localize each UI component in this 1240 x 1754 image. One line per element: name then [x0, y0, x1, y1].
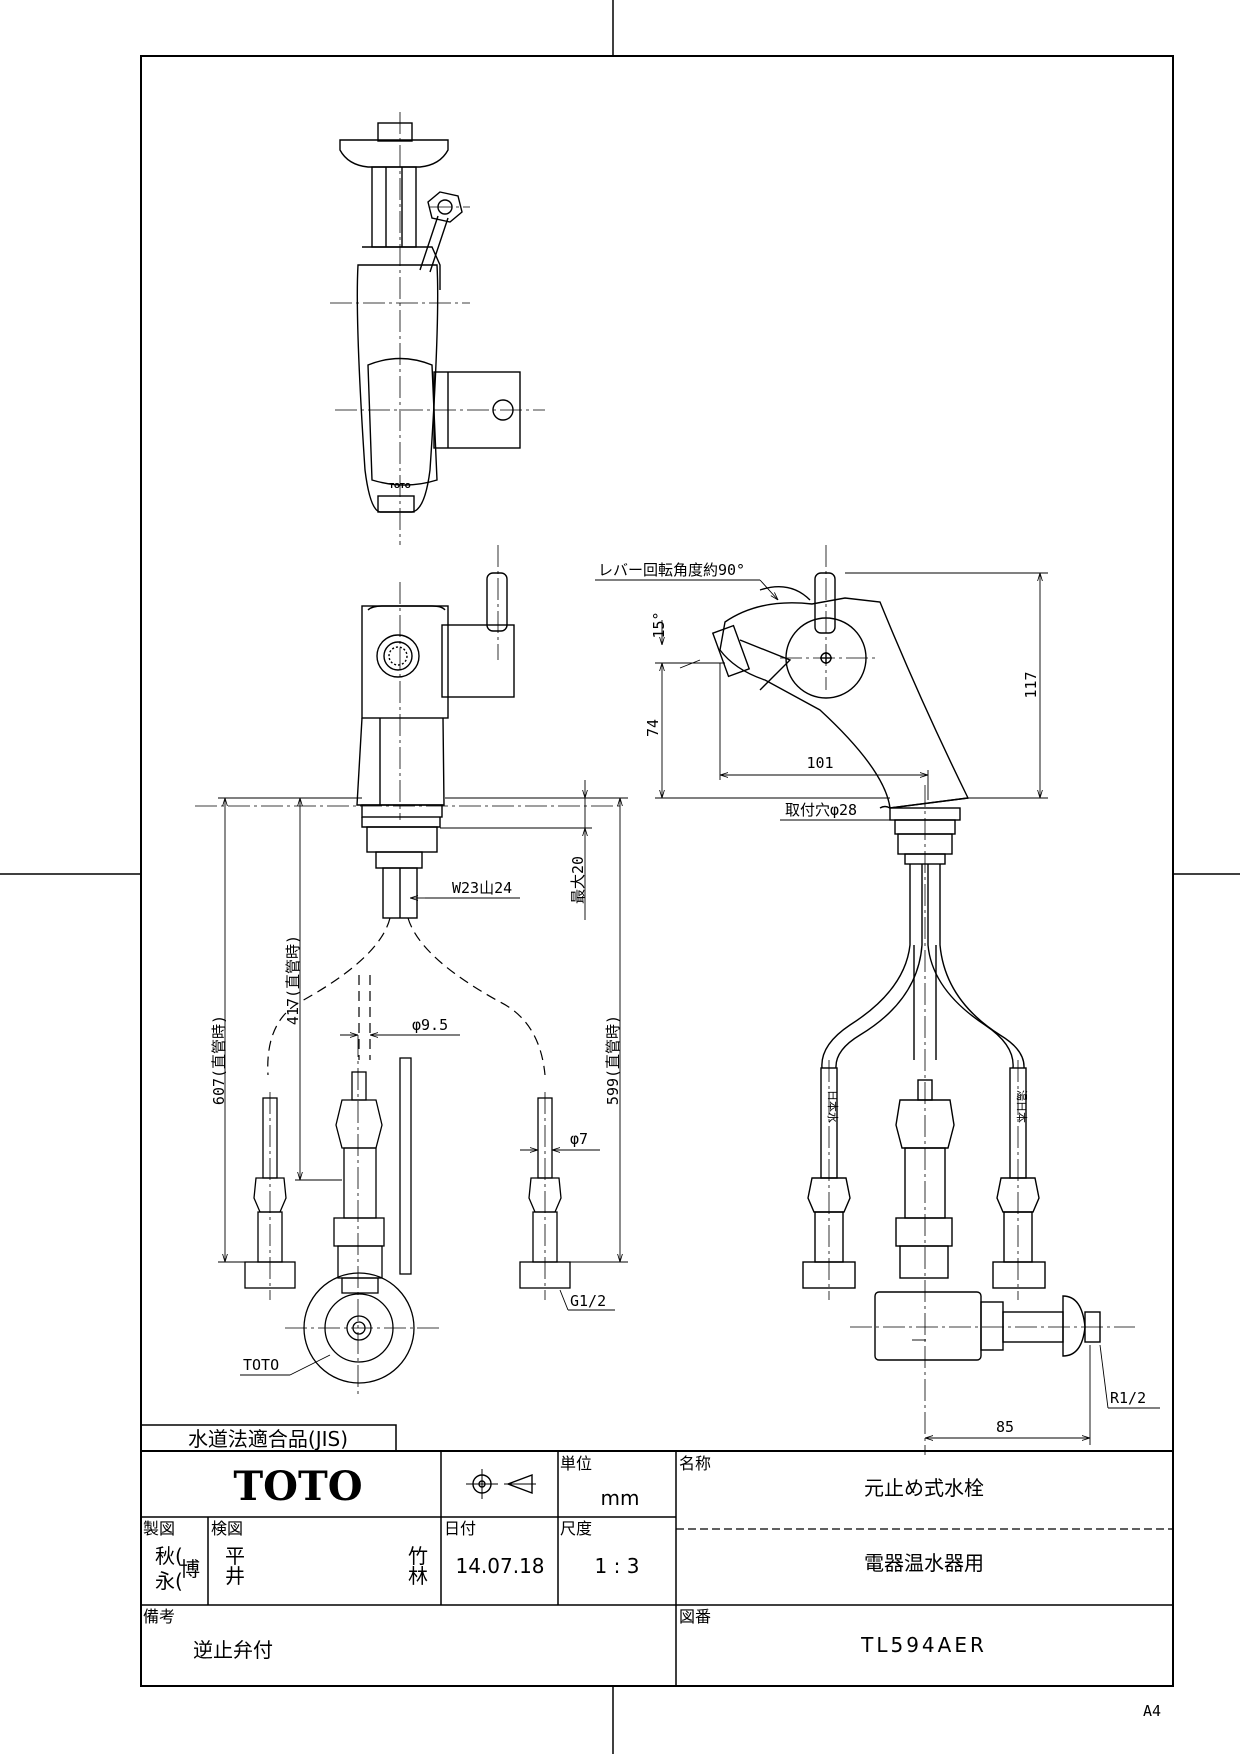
drawn-name-2: 永(	[155, 1569, 183, 1593]
front-view	[356, 572, 515, 919]
drawing-no-label: 図番	[679, 1607, 711, 1626]
dim-85: 85	[996, 1418, 1014, 1436]
drawing-no-value: TL594AER	[860, 1633, 987, 1657]
side-view-centerlines	[780, 545, 1135, 1455]
side-dimensions	[595, 572, 1160, 1445]
dim-607: 607(直管時)	[210, 1015, 228, 1105]
dim-101: 101	[806, 754, 833, 772]
drawn-name-1: 秋(	[155, 1544, 183, 1568]
unit-value: mm	[601, 1486, 640, 1510]
side-dimension-labels: レバー回転角度約90° 15° 117 74 101 取付穴φ28 R1/2 8…	[598, 561, 1146, 1436]
dim-r-half: R1/2	[1110, 1389, 1146, 1407]
unit-label: 単位	[560, 1454, 592, 1473]
checked-name-4: 林	[408, 1564, 428, 1588]
dim-599: 599(直管時)	[604, 1015, 622, 1105]
toto-logo: TOTO	[233, 1463, 362, 1510]
dim-dia-9-5: φ9.5	[412, 1016, 448, 1034]
checked-label: 検図	[211, 1519, 243, 1538]
front-dimensions	[218, 780, 628, 1376]
front-view-hoses	[267, 917, 546, 1076]
remarks-value: 逆止弁付	[193, 1638, 273, 1662]
toto-mark-label: TOTO	[243, 1356, 279, 1374]
top-view: TOTO	[339, 122, 521, 513]
date-label: 日付	[444, 1519, 476, 1538]
hose-label-hot: 湯日本	[1015, 1090, 1029, 1123]
front-dimension-labels: 607(直管時) 417(直管時) 599(直管時) 最大20 W23山24 φ…	[210, 856, 622, 1374]
title-block-text: 水道法適合品(JIS) TOTO 単位 mm 名称 元止め式水栓 電器温水器用 …	[143, 1427, 1161, 1720]
drawn-label: 製図	[143, 1519, 175, 1538]
dim-angle-15: 15°	[650, 611, 668, 638]
date-value: 14.07.18	[455, 1554, 544, 1578]
drawn-name-3: 博	[180, 1557, 200, 1581]
dim-417: 417(直管時)	[284, 935, 302, 1025]
front-view-fittings	[244, 1057, 571, 1384]
scale-value: 1 : 3	[595, 1554, 640, 1578]
dim-dia-7: φ7	[570, 1130, 588, 1148]
dim-g-half: G1/2	[570, 1292, 606, 1310]
remarks-label: 備考	[143, 1607, 175, 1626]
dim-max-20: 最大20	[569, 856, 587, 904]
use-value: 電器温水器用	[864, 1551, 984, 1575]
name-value: 元止め式水栓	[864, 1476, 984, 1500]
checked-name-1: 平	[225, 1544, 245, 1568]
side-view-hose-labels: 日本水 湯日本	[826, 1090, 1029, 1123]
name-label: 名称	[679, 1454, 711, 1473]
checked-name-2: 井	[225, 1564, 245, 1588]
side-view	[711, 572, 1101, 1361]
dim-mount-hole: 取付穴φ28	[785, 801, 857, 819]
scale-label: 尺度	[560, 1519, 592, 1538]
dim-117: 117	[1022, 671, 1040, 698]
jis-badge: 水道法適合品(JIS)	[188, 1427, 348, 1451]
dim-thread: W23山24	[452, 879, 512, 897]
top-view-centerlines	[330, 112, 545, 545]
front-view-centerlines	[195, 545, 620, 1395]
hose-label-water: 日本水	[826, 1090, 840, 1123]
dim-74: 74	[644, 719, 662, 737]
title-block	[140, 1424, 1173, 1686]
dim-lever-rotation: レバー回転角度約90°	[598, 561, 745, 579]
checked-name-3: 竹	[408, 1544, 428, 1568]
sheet-size: A4	[1143, 1702, 1161, 1720]
